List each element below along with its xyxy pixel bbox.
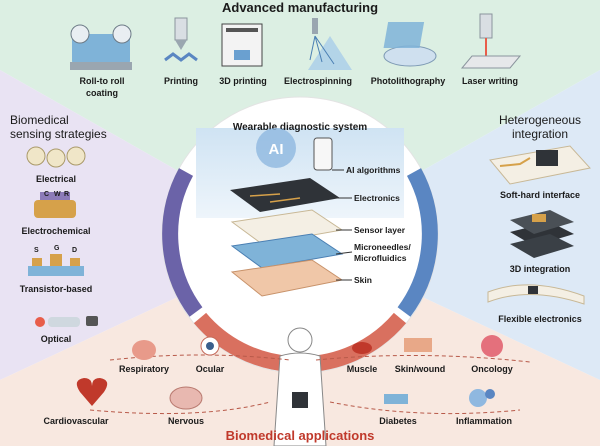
- phone-icon: [313, 137, 333, 171]
- 3d-integration-icon: [510, 210, 574, 258]
- muscle-icon: [352, 342, 372, 354]
- ai-brain-icon: [256, 128, 296, 168]
- app-label-muscle: Muscle: [347, 364, 378, 374]
- manufacturing-label-coating: coating: [86, 88, 118, 98]
- optical-sensor-icon: [35, 316, 98, 327]
- electrochemical-sensor-icon: [34, 192, 76, 218]
- sensing-title-line2: sensing strategies: [10, 127, 107, 141]
- skin-wound-icon: [404, 338, 432, 352]
- manufacturing-label-photolithography: Photolithography: [371, 76, 446, 86]
- app-label-skin-wound: Skin/wound: [395, 364, 446, 374]
- transistor-letter-s: S: [34, 247, 39, 254]
- lungs-icon: [132, 340, 156, 360]
- manufacturing-label-printing: Printing: [164, 76, 198, 86]
- app-label-respiratory: Respiratory: [119, 364, 169, 374]
- inflammation-icon: [469, 389, 495, 407]
- manufacturing-label-electrospinning: Electrospinning: [284, 76, 352, 86]
- layer-label-electronics: Electronics: [354, 193, 400, 203]
- layer-label-microneedles: Microneedles/: [354, 242, 411, 252]
- layer-label-ai: AI algorithms: [346, 165, 401, 175]
- electronics-board-icon: [230, 178, 340, 212]
- sensing-title-line1: Biomedical: [10, 113, 69, 127]
- eye-icon: [200, 336, 220, 356]
- integration-title-line2: integration: [512, 127, 568, 141]
- transistor-sensor-icon: [28, 254, 84, 276]
- manufacturing-label-roll: Roll-to roll: [80, 76, 125, 86]
- transistor-letter-g: G: [54, 245, 60, 252]
- integration-panel: [300, 70, 600, 380]
- oncology-icon: [481, 335, 503, 357]
- manufacturing-label-laser: Laser writing: [462, 76, 518, 86]
- ring-left: [162, 168, 203, 317]
- electrospinning-icon: [308, 18, 352, 70]
- laser-writing-icon: [460, 13, 522, 69]
- transistor-letter-d: D: [72, 247, 77, 254]
- center-title: Wearable diagnostic system: [233, 122, 367, 133]
- roll-to-roll-icon: [70, 24, 132, 70]
- applications-dashed-path: [89, 354, 531, 415]
- sensing-label-electrical: Electrical: [36, 174, 76, 184]
- photolithography-icon: [383, 22, 437, 67]
- 3d-printer-icon: [221, 23, 263, 67]
- app-label-diabetes: Diabetes: [379, 416, 417, 426]
- integration-label-3d: 3D integration: [510, 264, 571, 274]
- sensing-label-optical: Optical: [41, 334, 72, 344]
- ai-badge: AI: [269, 141, 284, 158]
- electrode-letter-w: W: [54, 191, 61, 198]
- sensing-label-electrochemical: Electrochemical: [21, 226, 90, 236]
- layer-label-sensor: Sensor layer: [354, 225, 406, 235]
- integration-label-flexible: Flexible electronics: [498, 314, 582, 324]
- electrode-letter-r: R: [64, 191, 69, 198]
- human-body-icon: [273, 327, 327, 446]
- sensing-label-transistor: Transistor-based: [20, 284, 93, 294]
- app-label-nervous: Nervous: [168, 416, 204, 426]
- app-label-oncology: Oncology: [471, 364, 513, 374]
- layer-label-skin: Skin: [354, 275, 372, 285]
- diabetes-icon: [384, 394, 408, 404]
- manufacturing-title: Advanced manufacturing: [222, 0, 378, 15]
- flexible-electronics-icon: [487, 284, 585, 305]
- applications-title: Biomedical applications: [226, 428, 375, 443]
- electrode-letter-c: C: [44, 191, 49, 198]
- layer-label-microfluidics: Microfluidics: [354, 253, 407, 263]
- integration-label-soft-hard: Soft-hard interface: [500, 190, 580, 200]
- app-label-ocular: Ocular: [196, 364, 225, 374]
- integration-title-line1: Heterogeneous: [499, 113, 581, 127]
- electrical-sensor-icon: [26, 146, 86, 168]
- app-label-cardiovascular: Cardiovascular: [43, 416, 109, 426]
- ring-right: [397, 168, 438, 317]
- printing-icon: [164, 17, 198, 62]
- microneedles-icon: [230, 233, 344, 269]
- brain-icon: [169, 386, 203, 410]
- manufacturing-label-3d: 3D printing: [219, 76, 267, 86]
- app-label-inflammation: Inflammation: [456, 416, 512, 426]
- soft-hard-interface-icon: [489, 145, 591, 185]
- heart-icon: [76, 378, 108, 406]
